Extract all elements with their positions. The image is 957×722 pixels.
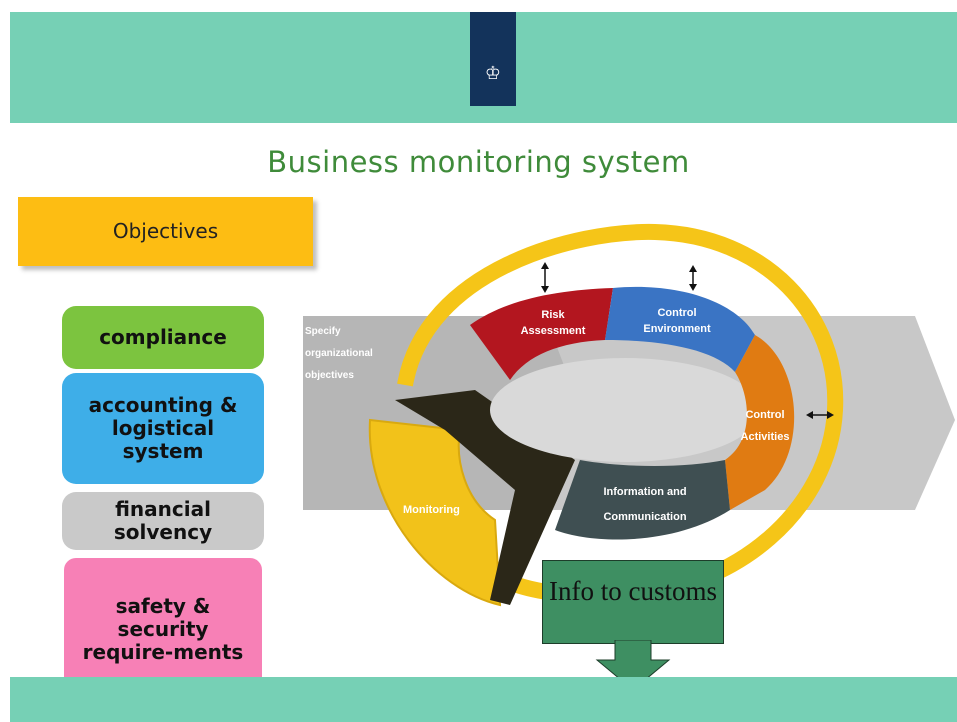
segment-risk-assessment bbox=[470, 288, 613, 380]
footer-band bbox=[10, 677, 957, 722]
objective-accounting: accounting & logistical system bbox=[62, 373, 264, 484]
segment-control-activities bbox=[725, 335, 795, 510]
label-control-env-1: Control bbox=[657, 307, 696, 319]
segment-control-environment bbox=[605, 286, 755, 372]
label-risk-1: Risk bbox=[541, 309, 565, 321]
segment-information-communication bbox=[555, 460, 730, 540]
label-info-1: Information and bbox=[603, 486, 686, 498]
logo: ♔ bbox=[470, 12, 516, 106]
label-control-env-2: Environment bbox=[643, 323, 711, 335]
arrow-text-1: Specify bbox=[305, 326, 341, 337]
label-control-act-1: Control bbox=[745, 409, 784, 421]
down-arrow-icon bbox=[595, 640, 671, 691]
arrow-text-2: organizational bbox=[305, 348, 373, 359]
objectives-header: Objectives bbox=[18, 197, 313, 266]
arrow-text-3: objectives bbox=[305, 370, 354, 381]
label-control-act-2: Activities bbox=[741, 431, 790, 443]
info-to-customs-box: Info to customs bbox=[542, 560, 724, 644]
segment-monitoring bbox=[368, 418, 502, 607]
label-monitoring: Monitoring bbox=[403, 504, 460, 516]
inner-ellipse bbox=[490, 358, 760, 462]
objectives-label: Objectives bbox=[112, 219, 219, 243]
objective-compliance: compliance bbox=[62, 306, 264, 369]
royal-coat-of-arms-icon: ♔ bbox=[484, 63, 502, 84]
label-risk-2: Assessment bbox=[521, 325, 586, 337]
objective-financial: financial solvency bbox=[62, 492, 264, 550]
page-title: Business monitoring system bbox=[267, 145, 690, 179]
label-info-2: Communication bbox=[603, 511, 686, 523]
